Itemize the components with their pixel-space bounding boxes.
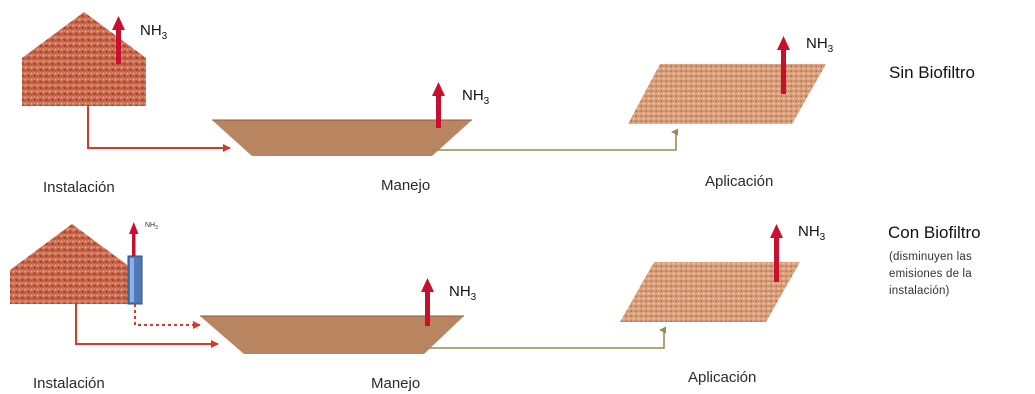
scenario-note-line: instalación) [889, 285, 950, 297]
stage-label-manejo: Manejo [371, 375, 420, 392]
stage-label-aplicacion: Aplicación [688, 369, 756, 386]
nh3-label: NH3 [798, 223, 826, 243]
scenario-title: Sin Biofiltro [889, 63, 975, 82]
flow-arrow [88, 106, 230, 148]
nh3-label: NH3 [462, 87, 490, 107]
emission-arrow-icon [129, 222, 139, 256]
scenario-note-line: (disminuyen las [889, 251, 972, 263]
transport-line [424, 330, 664, 348]
field-icon [628, 64, 826, 124]
nh3-label: NH3 [140, 22, 168, 42]
scenario-note-line: emisiones de la [889, 268, 972, 280]
barn-icon [10, 224, 134, 304]
stage-label-instalacion: Instalación [43, 179, 115, 196]
row-con-biofiltro: NH3 NH3 NH3 Instalación Manejo Aplicació… [10, 222, 981, 392]
transport-line [432, 132, 676, 150]
nh3-label: NH3 [806, 35, 834, 55]
nh3-label: NH3 [449, 283, 477, 303]
stage-label-aplicacion: Aplicación [705, 173, 773, 190]
nh3-label-small: NH3 [145, 222, 158, 231]
stage-label-instalacion: Instalación [33, 375, 105, 392]
dotted-flow-arrow [135, 304, 200, 325]
stage-label-manejo: Manejo [381, 177, 430, 194]
scenario-title: Con Biofiltro [888, 223, 981, 242]
field-icon [620, 262, 800, 322]
barn-icon [22, 12, 146, 106]
row-sin-biofiltro: NH3 NH3 NH3 Instalación Manejo Aplicació… [22, 12, 975, 196]
